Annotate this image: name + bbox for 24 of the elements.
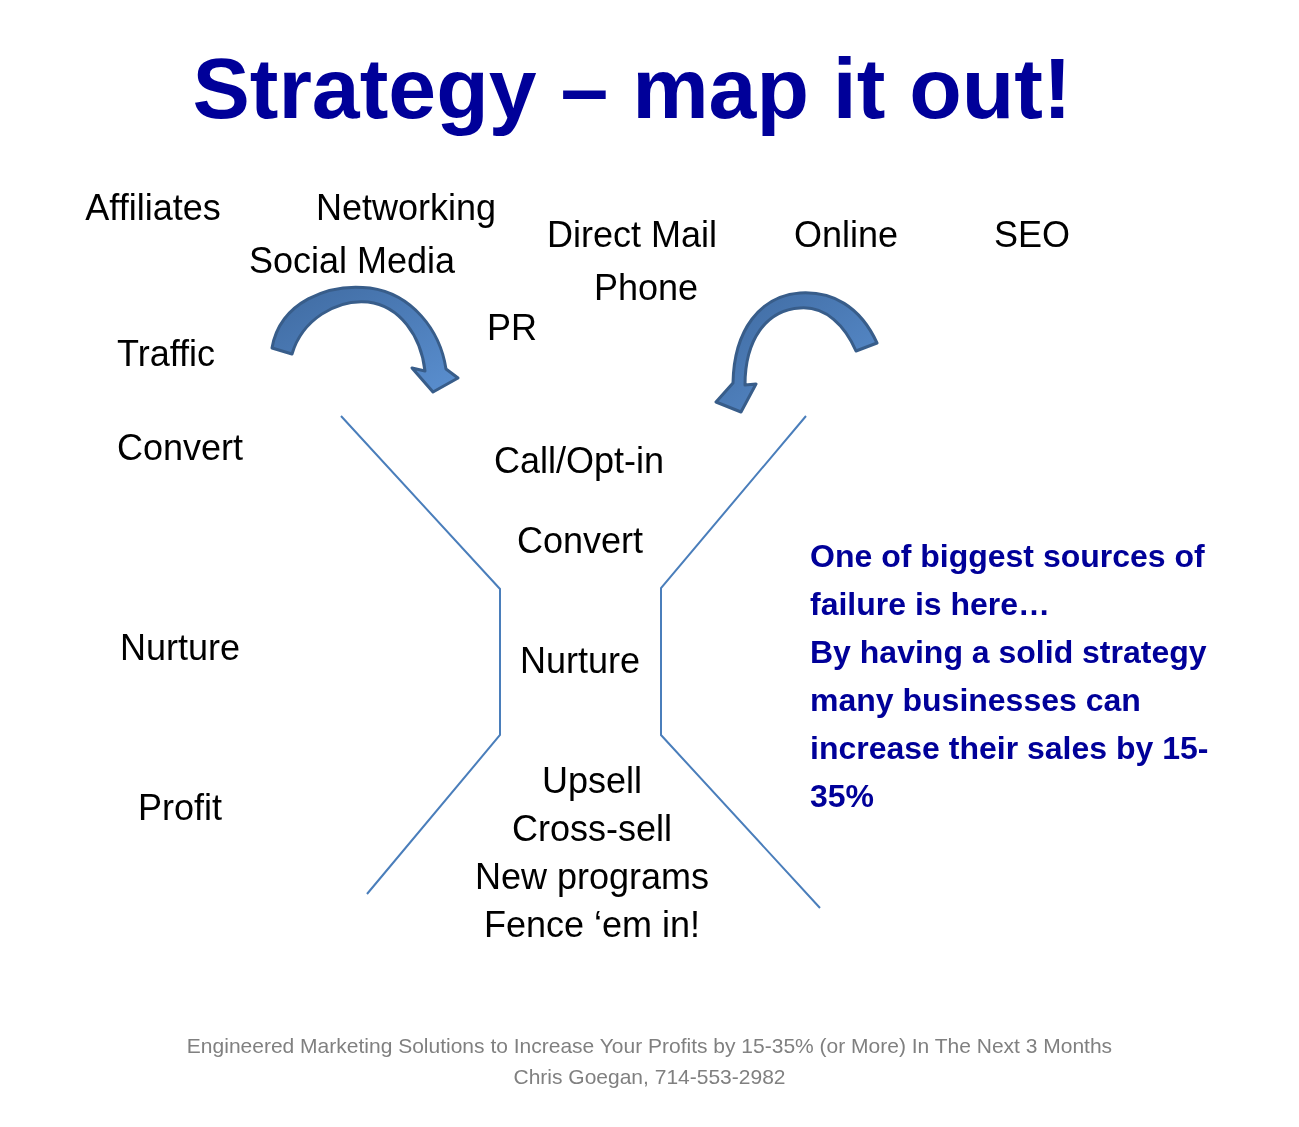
funnel-stage-label: Nurture xyxy=(520,640,640,682)
channel-label: SEO xyxy=(994,214,1070,256)
stage-label: Nurture xyxy=(120,627,240,669)
channel-label: Social Media xyxy=(248,240,456,282)
funnel-stage-label: New programs xyxy=(474,856,710,898)
channel-label: PR xyxy=(487,307,537,349)
stage-label: Profit xyxy=(138,787,222,829)
funnel-stage-label: Convert xyxy=(516,520,644,562)
funnel-stage-label: Cross-sell xyxy=(512,808,672,850)
funnel-stage-label: Upsell xyxy=(542,760,642,802)
slide-title: Strategy – map it out! xyxy=(192,40,1072,136)
funnel-stage-label: Call/Opt-in xyxy=(493,440,665,482)
footer-text: Engineered Marketing Solutions to Increase Your Profits by 15-35% (or More) In The Next 3 Months xyxy=(186,1033,1113,1059)
funnel-stage-label: Fence ‘em in! xyxy=(483,904,701,946)
channel-label: Online xyxy=(793,214,899,256)
channel-label: Direct Mail xyxy=(547,214,717,256)
stage-label: Convert xyxy=(116,427,244,469)
channel-label: Networking xyxy=(315,187,497,229)
channel-label: Phone xyxy=(593,267,699,309)
note-text: One of biggest sources of failure is here… xyxy=(810,537,1206,624)
note-text: By having a solid strategy many businesses can increase their sales by 15-35% xyxy=(810,633,1210,816)
footer-text: Chris Goegan, 714-553-2982 xyxy=(513,1064,786,1090)
channel-label: Affiliates xyxy=(85,187,221,229)
stage-label: Traffic xyxy=(117,333,215,375)
